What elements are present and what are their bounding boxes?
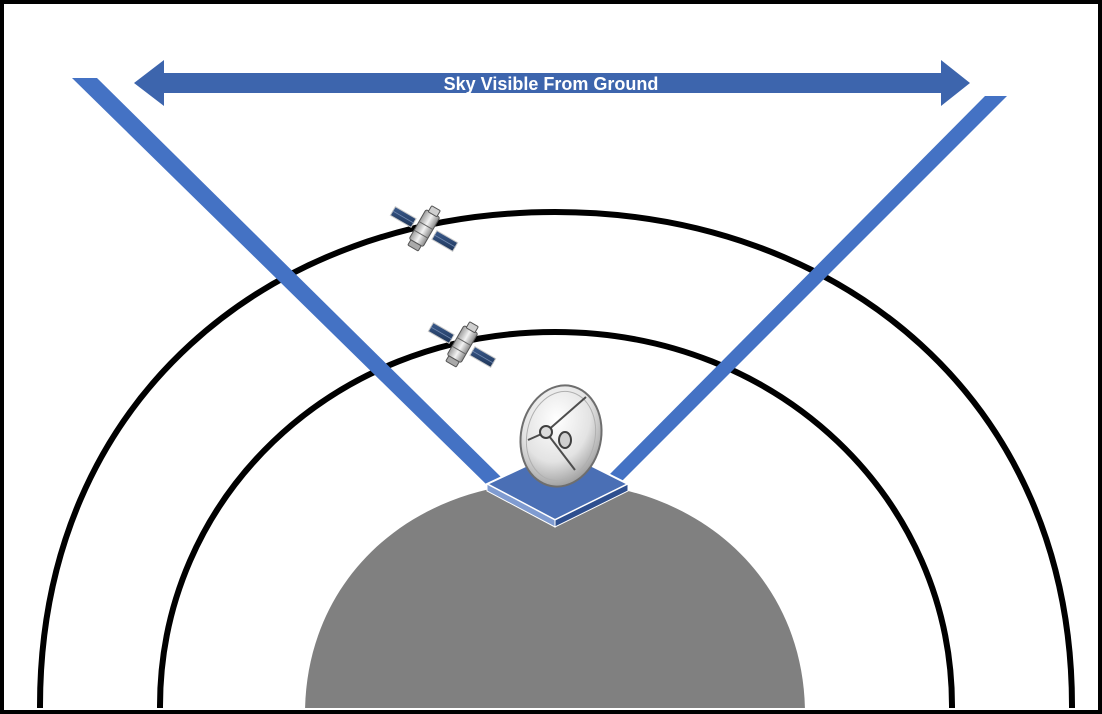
- earth-surface: [305, 482, 805, 708]
- satellite-dish-icon: [519, 384, 603, 488]
- satellite-icon: [427, 321, 497, 369]
- satellite-icon: [389, 205, 459, 253]
- right-visibility-beam: [608, 96, 1007, 482]
- outer-orbit-ring: [37, 208, 1075, 708]
- inner-orbit-ring: [157, 328, 955, 708]
- sky-visible-arrow: Sky Visible From Ground: [134, 60, 970, 106]
- arrow-label: Sky Visible From Ground: [444, 74, 659, 94]
- left-visibility-beam: [72, 78, 502, 486]
